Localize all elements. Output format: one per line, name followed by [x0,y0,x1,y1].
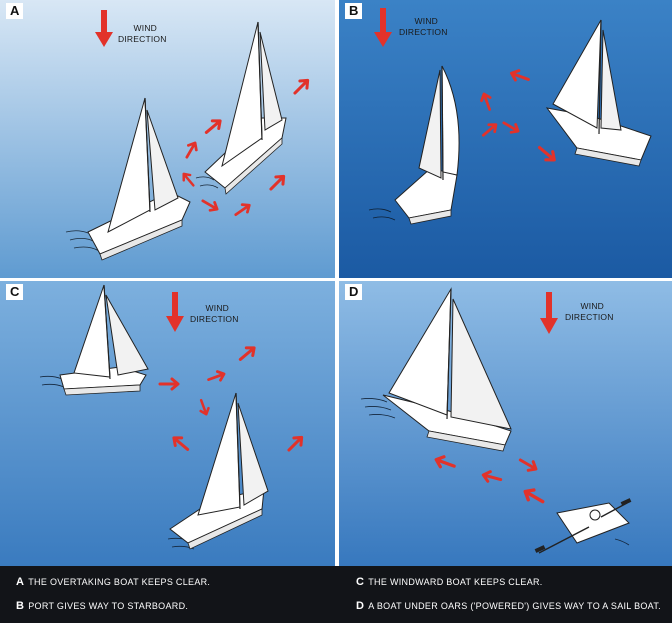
rowboat-icon [534,498,632,554]
panel-b-illustration [339,0,672,278]
wind-arrow-icon [540,292,558,334]
sailboat-icon [204,21,287,195]
panel-d-illustration [339,281,672,566]
wake-lines [360,398,630,546]
panel-b: B WIND DIRECTION [339,0,672,278]
panel-label: C [6,284,24,300]
wind-arrow-icon [95,10,113,47]
sailboat-icon [87,97,191,261]
sailboat-icon [169,392,269,550]
panel-d: D WIND DIRECTION [339,281,672,566]
wind-arrow-icon [374,8,392,47]
wind-direction-label: WIND DIRECTION [565,301,614,322]
sailboat-icon [382,287,512,452]
wind-direction-label: WIND DIRECTION [190,303,239,324]
sailboat-icon [394,65,460,225]
panel-c: C WIND DIRECTION [0,281,335,566]
wind-arrow-icon [166,292,184,332]
panel-label: D [345,284,363,300]
wind-direction-label: WIND DIRECTION [118,23,167,44]
panel-label: B [345,3,363,19]
panel-a-illustration [0,0,335,278]
wake-lines [39,375,195,550]
panel-c-illustration [0,281,335,566]
panel-a: A WIND DIRECTION [0,0,335,278]
sailboat-icon [545,19,652,167]
panel-label: A [6,3,24,19]
sailboat-icon [59,284,149,396]
wind-direction-label: WIND DIRECTION [399,16,448,37]
